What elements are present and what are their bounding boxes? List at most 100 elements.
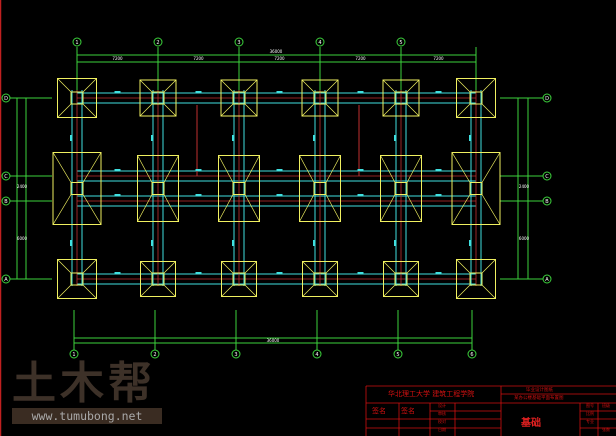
beam-label-mark	[195, 169, 202, 171]
footing-D5-outline	[382, 79, 420, 117]
footing-A2-outline	[140, 261, 176, 297]
beam-label-mark	[114, 272, 121, 274]
axis-bubble-top-1-label: 1	[75, 40, 78, 46]
beam-label-mark	[276, 194, 283, 196]
footing-D1-column	[70, 91, 84, 105]
footing-A5-slope	[383, 261, 396, 274]
combined-footing-BC2-slope	[137, 155, 153, 183]
axis-bubble-left-C-label: C	[4, 174, 8, 180]
axis-bubble-left-D-label: D	[4, 96, 8, 102]
combined-footing-BC1	[52, 152, 102, 225]
cell-check: 校对	[438, 419, 446, 424]
footing-A6-slope	[456, 284, 471, 299]
footing-A1-outline	[57, 259, 97, 299]
left-dimension-text: 2400	[17, 184, 28, 189]
project-line-1: 毕业设计图纸	[526, 388, 553, 393]
footing-D6-column	[469, 91, 483, 105]
top-overall-dimension-text: 36000	[270, 49, 283, 54]
beam-label-mark	[114, 194, 121, 196]
beam-label-mark	[435, 194, 442, 196]
footing-D6-slope	[456, 78, 471, 93]
axis-bubble-bottom-3-label: 3	[234, 352, 237, 358]
footing-D4-outline	[301, 79, 339, 117]
footing-A1-slope	[82, 284, 97, 299]
footing-A6-column	[469, 272, 483, 286]
sign-label-2: 签名	[401, 407, 415, 415]
footing-A2	[140, 261, 176, 297]
axis-bubble-left-B	[1, 196, 11, 206]
combined-footing-BC2	[137, 155, 179, 222]
beam-label-mark	[469, 240, 471, 246]
footing-D1-slope	[82, 103, 97, 118]
beam-label-mark	[151, 240, 153, 246]
axis-bubble-bottom-6	[467, 349, 477, 359]
beam-label-mark	[114, 91, 121, 93]
footing-D4-slope	[301, 79, 315, 93]
beam-label-mark	[357, 91, 364, 93]
axis-bubble-bottom-2	[150, 349, 160, 359]
beam-label-mark	[394, 135, 396, 141]
axis-bubble-bottom-6-label: 6	[470, 352, 473, 358]
footing-A5-slope	[406, 261, 419, 274]
combined-footing-BC4	[299, 155, 341, 222]
top-bay-dimension-text: 7200	[193, 56, 204, 61]
footing-A3	[221, 261, 257, 297]
axis-bubble-right-C	[542, 171, 552, 181]
footing-D5-slope	[406, 79, 420, 93]
footing-A3-slope	[221, 261, 234, 274]
axis-bubble-right-B-label: B	[545, 199, 549, 205]
footing-D2-slope	[139, 79, 153, 93]
footing-D2-slope	[163, 79, 177, 93]
combined-footing-BC5-column	[394, 182, 408, 195]
axis-bubble-bottom-5-label: 5	[396, 352, 399, 358]
footing-A3-column	[232, 272, 246, 286]
axis-bubble-right-D-label: D	[545, 96, 549, 102]
combined-footing-BC5	[380, 155, 422, 222]
beam-label-mark	[435, 169, 442, 171]
footing-D2-outline	[139, 79, 177, 117]
footing-A3-outline	[221, 261, 257, 297]
footing-D4	[301, 79, 339, 117]
top-bay-dimension-text: 7200	[433, 56, 444, 61]
cell-major: 专业	[586, 419, 594, 424]
footing-A5-outline	[383, 261, 419, 297]
footing-A4	[302, 261, 338, 297]
footing-D4-slope	[325, 79, 339, 93]
combined-footing-BC1-outline	[52, 152, 102, 225]
footing-D4-slope	[325, 103, 339, 117]
beam-label-mark	[232, 240, 234, 246]
combined-footing-BC3	[218, 155, 260, 222]
footing-D5-column	[394, 91, 408, 105]
footing-A4-outline	[302, 261, 338, 297]
footing-D3-slope	[244, 79, 258, 93]
axis-bubble-right-A-label: A	[545, 277, 549, 283]
combined-footing-BC3-outline	[218, 155, 260, 222]
beam-label-mark	[469, 135, 471, 141]
footing-A6-slope	[481, 259, 496, 274]
bottom-overall-dimension-text: 36000	[267, 338, 280, 343]
footing-D4-slope	[301, 103, 315, 117]
beam-label-mark	[276, 91, 283, 93]
combined-footing-BC3-slope	[218, 194, 234, 222]
beam-label-mark	[114, 169, 121, 171]
footing-D5	[382, 79, 420, 117]
footing-A6	[456, 259, 496, 299]
combined-footing-BC6-column	[469, 182, 483, 195]
combined-footing-BC3-slope	[244, 155, 260, 183]
footing-A6-outline	[456, 259, 496, 299]
axis-bubble-left-B-label: B	[4, 199, 8, 205]
combined-footing-BC5-slope	[380, 155, 396, 183]
beam-label-mark	[70, 240, 72, 246]
watermark-url: www.tumubong.net	[12, 408, 162, 424]
combined-footing-BC4-slope	[325, 155, 341, 183]
right-dimension-text: 6000	[519, 236, 530, 241]
footing-D3-outline	[220, 79, 258, 117]
combined-footing-BC4-outline	[299, 155, 341, 222]
footing-D5-slope	[382, 103, 396, 117]
footing-A1-slope	[82, 259, 97, 274]
footing-D2-slope	[139, 103, 153, 117]
beam-label-mark	[435, 272, 442, 274]
footing-A2-slope	[163, 284, 176, 297]
beam-label-mark	[195, 91, 202, 93]
